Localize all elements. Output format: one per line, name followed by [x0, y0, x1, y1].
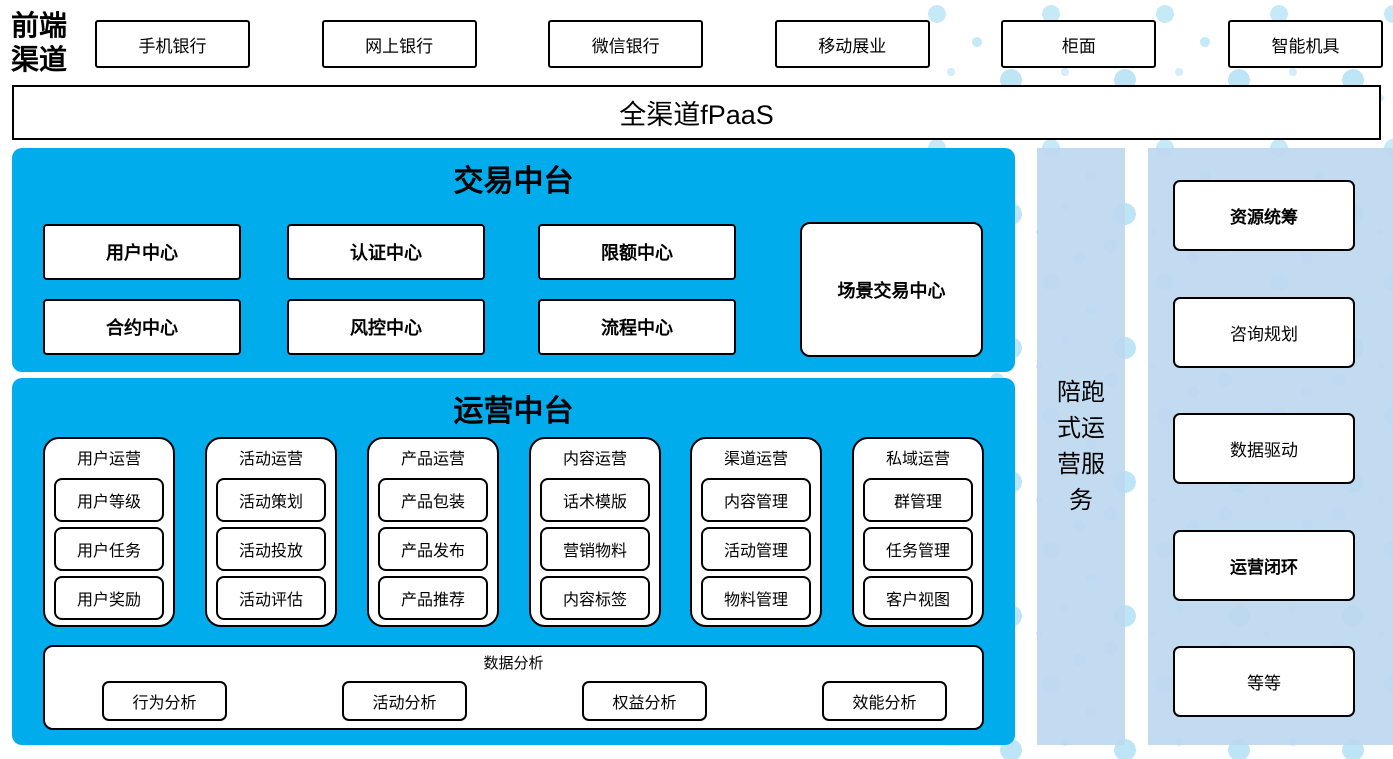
op-column-content-operation: 内容运营 话术模版 营销物料 内容标签: [529, 437, 661, 627]
op-column-title: 私域运营: [885, 451, 950, 468]
accompanying-service-label: 陪跑式运营服务: [1057, 378, 1105, 514]
op-column-user-operation: 用户运营 用户等级 用户任务 用户奖励: [43, 437, 175, 627]
op-item: 活动投放: [216, 527, 326, 571]
front-channel-row: 手机银行 网上银行 微信银行 移动展业 柜面 智能机具: [95, 20, 1383, 68]
op-column-title: 用户运营: [76, 451, 141, 468]
operation-platform-title: 运营中台: [453, 395, 574, 428]
op-item: 群管理: [863, 478, 973, 522]
right-box-consulting-planning: 咨询规划: [1173, 296, 1355, 368]
op-item: 用户等级: [54, 478, 164, 522]
center-box-limit: 限额中心: [538, 224, 736, 280]
transaction-platform-block: 交易中台 用户中心 认证中心 限额中心 合约中心 风控中心 流程中心 场景交易中…: [12, 148, 1015, 372]
op-item: 任务管理: [863, 527, 973, 571]
right-box-operation-loop: 运营闭环: [1173, 529, 1355, 601]
center-box-risk: 风控中心: [287, 299, 485, 355]
analysis-box-efficiency: 效能分析: [822, 681, 947, 721]
center-box-user: 用户中心: [43, 224, 241, 280]
transaction-platform-title: 交易中台: [453, 165, 574, 198]
op-item: 活动管理: [701, 527, 811, 571]
right-box-data-driven: 数据驱动: [1173, 413, 1355, 484]
op-item: 物料管理: [701, 576, 811, 620]
op-item: 产品发布: [378, 527, 488, 571]
data-analysis-container: 数据分析 行为分析 活动分析 权益分析 效能分析: [43, 645, 984, 730]
front-channels-label: 前端渠道: [10, 11, 67, 77]
op-column-private-domain-operation: 私域运营 群管理 任务管理 客户视图: [852, 437, 984, 627]
op-column-channel-operation: 渠道运营 内容管理 活动管理 物料管理: [690, 437, 822, 627]
analysis-box-behavior: 行为分析: [102, 681, 227, 721]
op-item: 用户任务: [54, 527, 164, 571]
op-column-title: 渠道运营: [723, 451, 788, 468]
fpaas-bar: 全渠道fPaaS: [12, 85, 1381, 140]
accompanying-service-bar: 陪跑式运营服务: [1037, 148, 1125, 745]
op-item: 内容标签: [540, 576, 650, 620]
op-item: 话术模版: [540, 478, 650, 522]
analysis-box-activity: 活动分析: [342, 681, 467, 721]
op-column-title: 产品运营: [400, 451, 465, 468]
op-column-title: 活动运营: [238, 451, 303, 468]
op-item: 活动策划: [216, 478, 326, 522]
center-box-auth: 认证中心: [287, 224, 485, 280]
right-box-resource-coordination: 资源统筹: [1173, 180, 1355, 251]
op-item: 内容管理: [701, 478, 811, 522]
op-column-title: 内容运营: [562, 451, 627, 468]
op-item: 客户视图: [863, 576, 973, 620]
channel-box-mobile-banking: 手机银行: [95, 20, 250, 68]
op-column-product-operation: 产品运营 产品包装 产品发布 产品推荐: [367, 437, 499, 627]
op-item: 产品包装: [378, 478, 488, 522]
channel-box-counter: 柜面: [1001, 20, 1157, 68]
op-item: 用户奖励: [54, 576, 164, 620]
operation-platform-block: 运营中台 用户运营 用户等级 用户任务 用户奖励 活动运营 活动策划 活动投放 …: [12, 378, 1015, 745]
channel-box-wechat-banking: 微信银行: [548, 20, 704, 68]
channel-box-smart-devices: 智能机具: [1227, 20, 1383, 68]
op-item: 活动评估: [216, 576, 326, 620]
data-analysis-row: 行为分析 活动分析 权益分析 效能分析: [102, 681, 947, 721]
analysis-box-rights: 权益分析: [582, 681, 707, 721]
right-service-panel: 资源统筹 咨询规划 数据驱动 运营闭环 等等: [1148, 148, 1393, 745]
op-item: 营销物料: [540, 527, 650, 571]
center-box-process: 流程中心: [538, 299, 736, 355]
op-item: 产品推荐: [378, 576, 488, 620]
data-analysis-title: 数据分析: [483, 655, 544, 672]
channel-box-mobile-business: 移动展业: [774, 20, 930, 68]
op-column-activity-operation: 活动运营 活动策划 活动投放 活动评估: [205, 437, 337, 627]
center-box-contract: 合约中心: [43, 299, 241, 355]
channel-box-online-banking: 网上银行: [321, 20, 477, 68]
scenario-transaction-center-box: 场景交易中心: [800, 222, 983, 357]
right-box-etc: 等等: [1173, 646, 1355, 717]
